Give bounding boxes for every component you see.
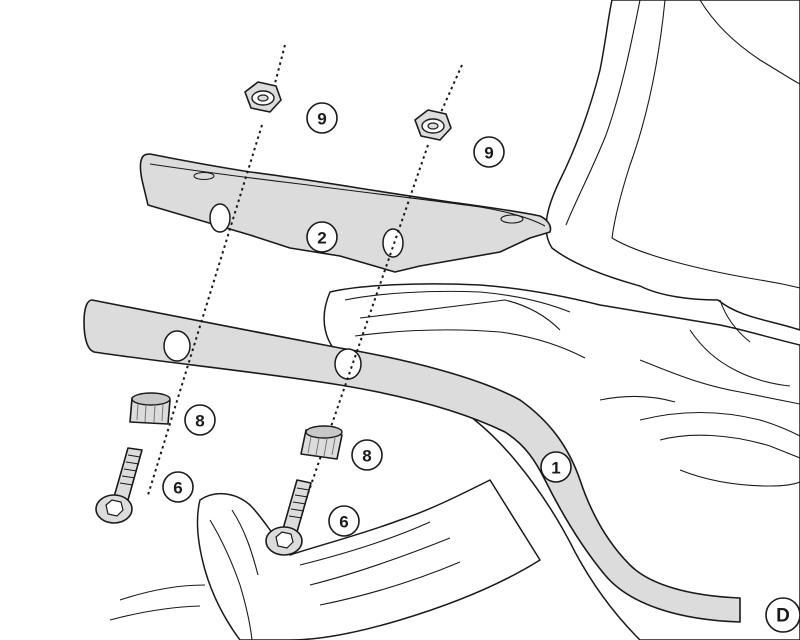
callout-bolt-left: 6 <box>162 471 194 503</box>
plate-slot-left <box>193 171 215 181</box>
bolt-right <box>265 479 312 556</box>
callout-bolt-left-text: 6 <box>173 479 182 498</box>
callout-nut-right-text: 9 <box>484 144 493 163</box>
callout-spacer-right: 8 <box>351 439 383 471</box>
callout-bolt-right-text: 6 <box>339 513 348 532</box>
callout-nut-left-text: 9 <box>317 110 326 129</box>
callout-spacer-left-text: 8 <box>195 412 204 431</box>
flange-nut-right <box>414 109 452 141</box>
rack-hole-left <box>163 330 191 362</box>
motorcycle-tail-outline <box>109 0 800 640</box>
callout-nut-right: 9 <box>473 136 505 168</box>
callout-spacer-right-text: 8 <box>362 447 371 466</box>
callout-nut-left: 9 <box>306 102 338 134</box>
rack-hole-right <box>334 348 362 380</box>
spacer-right <box>300 425 343 460</box>
callout-bolt-right: 6 <box>328 505 360 537</box>
spacer-left <box>129 392 171 425</box>
plate-top-edge <box>149 163 546 227</box>
callout-rack: 1 <box>540 451 572 483</box>
plate-hole-left <box>209 203 231 233</box>
bolt-left <box>95 447 143 524</box>
plate-slot-right <box>500 214 524 224</box>
callout-spacer-left: 8 <box>184 404 216 436</box>
callout-plate-text: 2 <box>317 229 326 248</box>
callout-plate: 2 <box>306 221 338 253</box>
rack-tube <box>83 299 741 623</box>
flange-nut-left <box>244 81 282 113</box>
callout-direction-text: D <box>776 606 790 627</box>
callout-rack-text: 1 <box>551 459 560 478</box>
callout-direction: D <box>765 597 800 633</box>
plate-hole-right <box>382 228 404 258</box>
